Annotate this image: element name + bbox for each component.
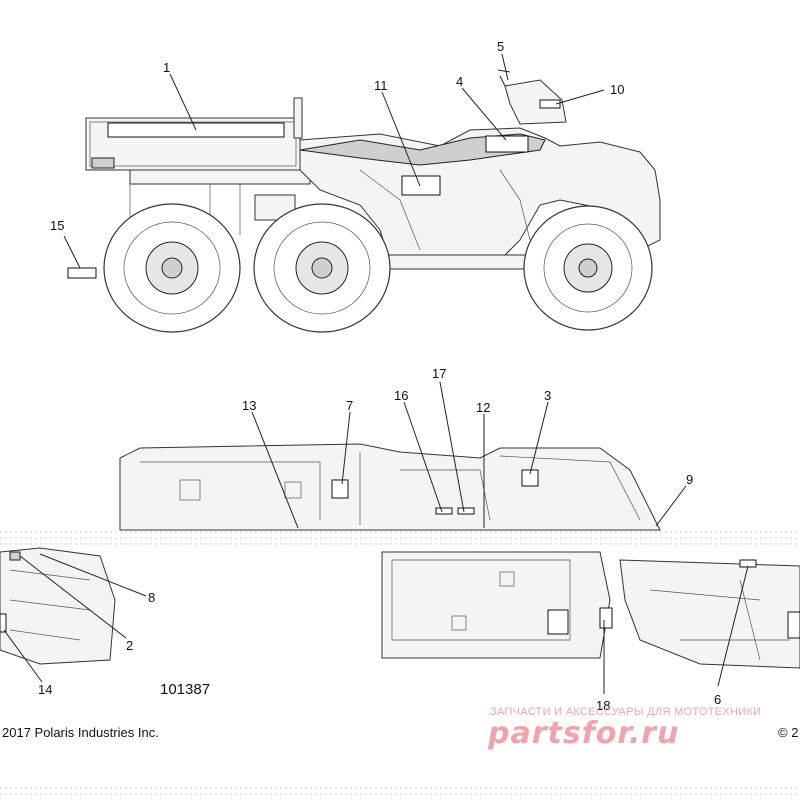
decal-18 [599, 607, 613, 629]
callout-3: 3 [544, 388, 551, 403]
scan-noise-bottom [0, 787, 800, 795]
callout-13: 13 [242, 398, 256, 413]
callout-11: 11 [374, 78, 388, 93]
decal-6 [739, 559, 757, 568]
callout-8: 8 [148, 590, 155, 605]
decal-7 [331, 479, 349, 499]
watermark-logo: partsfor.ru [488, 716, 680, 751]
callout-5: 5 [497, 39, 504, 54]
decal-box-center [547, 609, 569, 635]
chassis-top-view [0, 443, 800, 669]
callout-14: 14 [38, 682, 52, 697]
cargo-box-taillight [91, 157, 115, 169]
callout-4: 4 [456, 74, 463, 89]
decal-14 [0, 613, 7, 633]
seat [299, 133, 546, 166]
decal-16 [435, 507, 453, 515]
callout-2: 2 [126, 638, 133, 653]
callout-18: 18 [596, 698, 610, 713]
decal-17 [457, 507, 475, 515]
callout-9: 9 [686, 472, 693, 487]
callout-7: 7 [346, 398, 353, 413]
decal-3 [521, 469, 539, 487]
leader-lines [3, 53, 749, 694]
rear-tire-1 [103, 203, 241, 333]
callout-labels: 1 4 5 10 11 15 13 7 16 17 12 3 9 8 2 14 … [38, 39, 721, 713]
rear-tire-2 [253, 203, 391, 333]
decal-right-edge [787, 611, 800, 639]
front-tire [523, 205, 653, 331]
callout-17: 17 [432, 366, 446, 381]
callout-16: 16 [394, 388, 408, 403]
callout-15: 15 [50, 218, 64, 233]
center-panel [381, 551, 611, 659]
decal-4-fender [485, 135, 529, 153]
part-number: 101387 [160, 681, 211, 698]
atv-side-view [67, 69, 661, 333]
watermark-tagline: ЗАПЧАСТИ И АКСЕССУАРЫ ДЛЯ МОТОТЕХНИКИ [490, 706, 762, 718]
callout-10: 10 [610, 82, 624, 97]
callout-1: 1 [163, 60, 170, 75]
decal-10-pod [539, 99, 561, 109]
copyright-text: 2017 Polaris Industries Inc. [2, 725, 159, 740]
handlebar-pod [504, 79, 567, 125]
callout-6: 6 [714, 692, 721, 707]
callout-12: 12 [476, 400, 490, 415]
copyright-text-right: © 2 [778, 725, 799, 740]
decal-15-loose [67, 267, 97, 279]
right-panel [619, 559, 800, 669]
decal-11-side [401, 175, 441, 196]
chassis-outline [119, 443, 661, 531]
